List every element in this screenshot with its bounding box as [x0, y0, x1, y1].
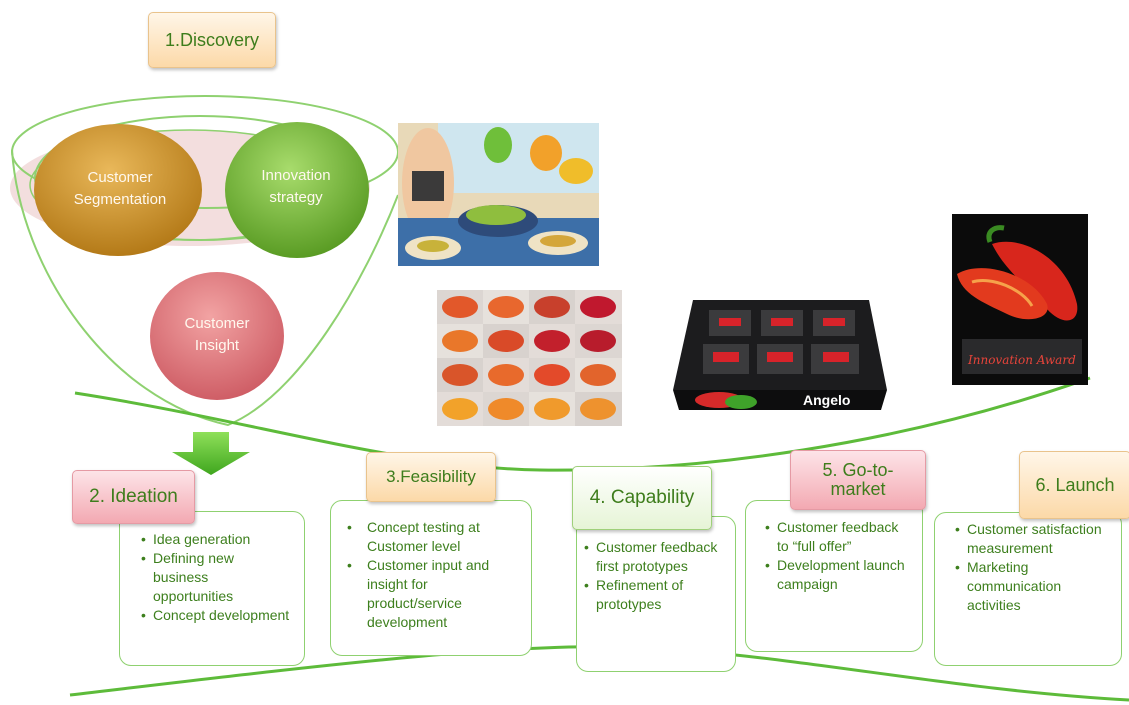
go-to-market-box [745, 500, 923, 652]
ideation-bullets: •Idea generation •Defining new business … [141, 530, 291, 625]
list-item: •Development launch campaign [765, 557, 905, 592]
ideation-label: 2. Ideation [72, 470, 195, 524]
segmentation-label: Customer Segmentation [73, 169, 167, 208]
award-text: Innovation Award [967, 353, 1076, 367]
cartoon-illustration [398, 123, 599, 266]
list-item: •Refinement of prototypes [584, 577, 684, 612]
packaging-box: Angelo [669, 290, 889, 412]
discovery-label: 1.Discovery [148, 12, 276, 68]
list-item: •Concept testing at Customer level [347, 519, 480, 554]
upper-flow-curve [74, 376, 1091, 472]
capability-label: 4. Capability [572, 466, 712, 530]
segmentation-circle [34, 124, 202, 256]
go-to-market-bullets: •Customer feedback to “full offer” •Deve… [765, 518, 905, 594]
strategy-label: Innovation strategy [261, 167, 331, 206]
feasibility-box [330, 500, 532, 656]
launch-bullets: •Customer satisfaction measurement •Mark… [955, 520, 1105, 615]
launch-label: 6. Launch [1019, 451, 1129, 519]
list-item: •Customer input and insight for product/… [347, 557, 490, 630]
ideation-box [119, 511, 305, 666]
list-item: •Customer feedback to “full offer” [765, 519, 899, 554]
list-item: •Customer satisfaction measurement [955, 521, 1102, 556]
award-pepper-photo: Innovation Award [952, 214, 1088, 385]
launch-box [934, 512, 1122, 666]
insight-circle [150, 272, 284, 400]
capability-bullets: •Customer feedback first prototypes •Ref… [584, 538, 724, 614]
capability-box [576, 516, 736, 672]
insight-label: Customer Insight [184, 315, 250, 354]
list-item: •Defining new business opportunities [141, 550, 234, 604]
funnel-outline [11, 149, 399, 427]
feasibility-bullets: •Concept testing at Customer level •Cust… [347, 518, 525, 632]
pepper-plates-grid [437, 290, 622, 426]
feasibility-label: 3.Feasibility [366, 452, 496, 502]
list-item: •Marketing communication activities [955, 559, 1062, 613]
go-to-market-label: 5. Go-to-market [790, 450, 926, 510]
list-item: •Idea generation [141, 531, 251, 547]
list-item: •Concept development [141, 607, 290, 623]
strategy-circle [225, 122, 369, 258]
list-item: •Customer feedback first prototypes [584, 539, 718, 574]
brand-text: Angelo [803, 392, 850, 408]
down-arrow [172, 432, 250, 475]
